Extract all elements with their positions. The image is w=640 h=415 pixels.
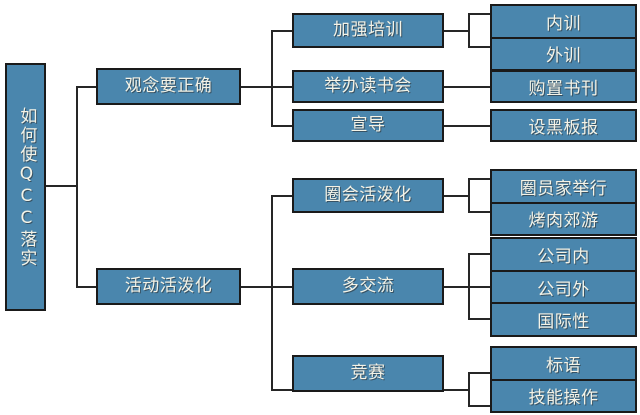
connector-root-to-branch1: [76, 86, 97, 88]
leaf-group-exchange: 公司内 公司外 国际性: [490, 237, 637, 337]
connector-c1-to-l2: [468, 46, 491, 48]
connector-branch2-to-c3: [271, 389, 293, 391]
connector-b2c3-stub: [443, 389, 469, 391]
connector-b2c2-to-l3: [468, 318, 491, 320]
node-branch-activity[interactable]: 活动活泼化: [96, 268, 241, 305]
leaf-group-lively-meeting: 圈员家举行 烤肉郊游: [490, 169, 637, 236]
leaf-group-advocacy: 设黑板报: [490, 109, 637, 142]
leaf-group-reading-club: 购置书刊: [490, 70, 637, 103]
leaf-intra-company[interactable]: 公司内: [537, 246, 590, 267]
connector-branch2-to-c1: [271, 195, 293, 197]
node-lively-meeting[interactable]: 圈会活泼化: [292, 178, 444, 213]
connector-branch1-to-c2: [271, 86, 293, 88]
leaf-international[interactable]: 国际性: [492, 302, 635, 335]
connector-root-stub: [45, 185, 77, 187]
connector-branch1-spine: [271, 31, 273, 127]
connector-b2c1-spine: [468, 179, 470, 213]
leaf-slogan[interactable]: 标语: [546, 355, 581, 376]
connector-b2c2-to-l2: [468, 286, 491, 288]
connector-root-to-branch2: [76, 286, 97, 288]
connector-branch1-to-c3: [271, 125, 293, 127]
connector-b2c2-to-l1: [468, 253, 491, 255]
connector-c1-spine: [468, 14, 470, 48]
connector-b2c2-stub: [443, 286, 469, 288]
connector-b2c3-spine: [468, 373, 470, 407]
node-training[interactable]: 加强培训: [292, 13, 444, 48]
connector-root-spine: [76, 87, 78, 287]
node-root[interactable]: 如何使QCC落实: [5, 63, 46, 311]
connector-c1-to-l1: [468, 13, 491, 15]
connector-b2c1-to-l1: [468, 178, 491, 180]
connector-c2-to-l1: [443, 86, 491, 88]
connector-b2c3-to-l2: [468, 405, 491, 407]
connector-branch2-stub: [240, 286, 272, 288]
leaf-group-training: 内训 外训: [490, 4, 637, 71]
connector-b2c1-stub: [443, 195, 469, 197]
leaf-member-home-meeting[interactable]: 圈员家举行: [519, 178, 608, 199]
connector-c3-to-l1: [443, 125, 491, 127]
node-more-exchange[interactable]: 多交流: [292, 268, 444, 305]
connector-branch1-to-c1: [271, 30, 293, 32]
connector-c1-stub: [443, 30, 469, 32]
leaf-bbq-outing[interactable]: 烤肉郊游: [492, 201, 635, 235]
node-branch-concept[interactable]: 观念要正确: [96, 68, 241, 105]
leaf-external-training[interactable]: 外训: [492, 36, 635, 70]
leaf-internal-training[interactable]: 内训: [546, 13, 581, 34]
leaf-blackboard-news[interactable]: 设黑板报: [528, 118, 599, 138]
connector-b2c1-to-l2: [468, 211, 491, 213]
node-reading-club[interactable]: 举办读书会: [292, 70, 444, 103]
leaf-group-competition: 标语 技能操作: [490, 346, 637, 413]
connector-b2c3-to-l1: [468, 372, 491, 374]
leaf-buy-books[interactable]: 购置书刊: [528, 79, 599, 99]
connector-branch2-spine: [271, 196, 273, 390]
connector-branch2-to-c2: [271, 286, 293, 288]
connector-branch1-stub: [240, 86, 272, 88]
node-competition[interactable]: 竞赛: [292, 355, 444, 392]
leaf-inter-company[interactable]: 公司外: [492, 269, 635, 303]
node-advocacy[interactable]: 宣导: [292, 109, 444, 142]
leaf-skill-operation[interactable]: 技能操作: [492, 378, 635, 412]
